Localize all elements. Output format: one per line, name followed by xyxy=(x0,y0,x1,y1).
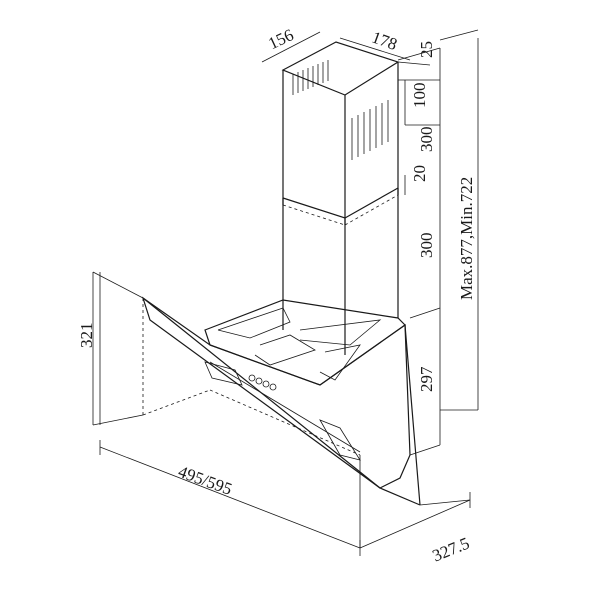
dim-total-height: Max.877,Min.722 xyxy=(457,177,476,300)
chimney-top-face xyxy=(281,41,400,96)
dim-hood-depth: 327.5 xyxy=(430,534,473,566)
vent-slots-left xyxy=(292,60,329,95)
dim-vent-height: 100 xyxy=(410,83,429,109)
vent-slots-right xyxy=(351,100,389,160)
chimney-upper xyxy=(281,41,400,226)
dim-top-gap: 25 xyxy=(417,41,436,58)
dim-lower-section: 300 xyxy=(417,233,436,259)
dimension-lines xyxy=(99,29,479,556)
dim-hood-height: 321 xyxy=(77,323,96,349)
dim-upper-section: 300 xyxy=(417,127,436,153)
control-buttons xyxy=(248,374,277,391)
dim-chimney-width: 178 xyxy=(369,27,399,54)
dim-hood-width: 495/595 xyxy=(176,462,235,499)
dim-chimney-depth: 156 xyxy=(265,25,296,53)
dim-canopy-height: 297 xyxy=(417,366,436,392)
wall-outline xyxy=(92,47,441,548)
dim-overlap: 20 xyxy=(410,165,429,182)
